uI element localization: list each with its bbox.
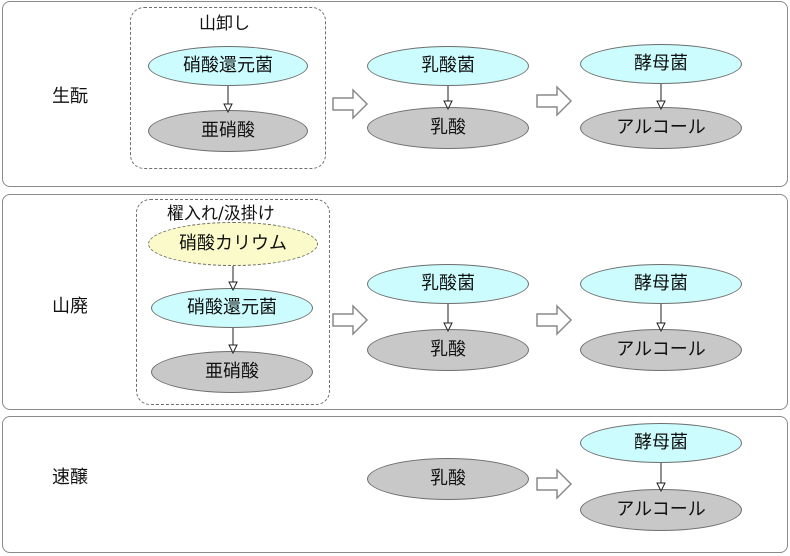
row-label-kimoto: 生酛 [52, 86, 88, 107]
node-yeast: 酵母菌 [580, 423, 742, 463]
node-lactic-acid: 乳酸 [367, 458, 529, 500]
node-lactic-acid: 乳酸 [367, 107, 529, 149]
node-lactic-acid-bacteria: 乳酸菌 [367, 264, 529, 304]
process-group-yamaoroshi [130, 7, 326, 169]
row-label-yamahai: 山廃 [52, 296, 88, 317]
node-lactic-acid: 乳酸 [367, 329, 529, 371]
row-panel-kimoto [2, 1, 788, 187]
node-nitrite: 亜硝酸 [148, 110, 308, 152]
group-label-kaiire: 櫂入れ/汲掛け [167, 204, 275, 224]
row-label-sokujo: 速醸 [52, 467, 88, 488]
node-lactic-acid-bacteria: 乳酸菌 [367, 46, 529, 86]
group-label-yamaoroshi: 山卸し [199, 14, 250, 34]
process-group-kaiire [136, 199, 330, 405]
node-alcohol: アルコール [580, 107, 742, 149]
node-yeast: 酵母菌 [580, 264, 742, 304]
node-nitrite: 亜硝酸 [151, 351, 313, 393]
node-alcohol: アルコール [580, 489, 742, 531]
node-alcohol: アルコール [580, 329, 742, 371]
node-nitrate-reducing-bacteria: 硝酸還元菌 [148, 46, 308, 86]
node-potassium-nitrate: 硝酸カリウム [148, 222, 318, 266]
node-nitrate-reducing-bacteria: 硝酸還元菌 [151, 288, 313, 328]
node-yeast: 酵母菌 [580, 44, 742, 84]
